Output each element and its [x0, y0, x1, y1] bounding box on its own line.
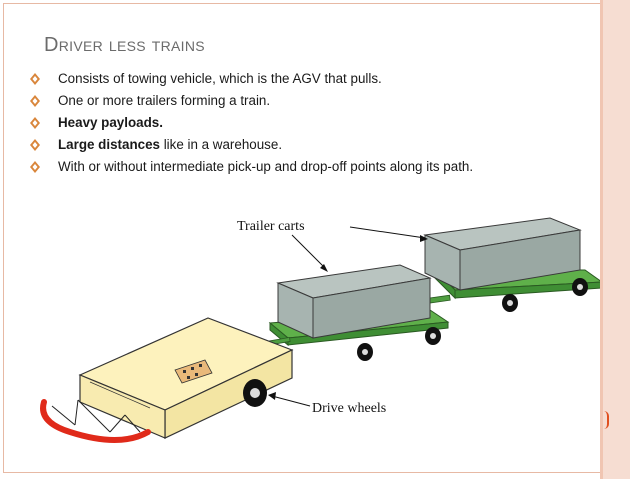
drive-wheels-label: Drive wheels: [312, 401, 386, 416]
bullet-text: One or more trailers forming a train.: [58, 93, 271, 108]
trailer-wheel: [502, 294, 518, 312]
hollow-diamond-icon: [30, 161, 40, 173]
arrow-to-rear-trailer: [291, 234, 326, 269]
hollow-diamond-icon: [30, 73, 40, 85]
arrow-to-drive-wheel: [271, 395, 311, 407]
arrowhead-icon: [420, 235, 428, 242]
arrow-to-front-trailer: [349, 226, 426, 239]
title-rest: river less trains: [58, 34, 205, 56]
hollow-diamond-icon: [30, 117, 40, 129]
hollow-diamond-icon: [30, 95, 40, 107]
bullet-text: With or without intermediate pick-up and…: [58, 159, 474, 174]
arrowhead-icon: [320, 264, 328, 272]
trailer-wheel: [572, 278, 588, 296]
bullet-text: Consists of towing vehicle, which is the…: [58, 71, 382, 86]
trailer-wheel: [357, 343, 373, 361]
bullet-bold-text: Heavy payloads.: [58, 115, 163, 130]
drive-wheel: [243, 379, 267, 407]
bullet-item: Heavy payloads.: [28, 114, 568, 131]
bullet-item: Large distances like in a warehouse.: [28, 136, 568, 153]
bullet-bold-text: Large distances: [58, 137, 160, 152]
hollow-diamond-icon: [30, 139, 40, 151]
towing-vehicle: [78, 317, 294, 439]
arrowhead-icon: [268, 392, 276, 400]
agv-train-diagram: Trailer carts Drive wheels: [40, 217, 600, 443]
right-accent-bar: [600, 0, 630, 479]
bullet-item: With or without intermediate pick-up and…: [28, 158, 568, 175]
trailer-cart-right: [423, 217, 600, 300]
bullet-item: One or more trailers forming a train.: [28, 92, 568, 109]
trailer-wheel: [425, 327, 441, 345]
trailer-carts-label: Trailer carts: [237, 219, 305, 234]
bullet-item: Consists of towing vehicle, which is the…: [28, 70, 568, 87]
trailer-cart-left: [268, 264, 450, 347]
bullet-text: like in a warehouse.: [159, 137, 283, 152]
bullet-list: Consists of towing vehicle, which is the…: [28, 70, 568, 180]
edge-mark: [604, 411, 609, 429]
title-initial: D: [44, 34, 59, 56]
front-bumper: [40, 399, 151, 443]
slide-title: Driver less trains: [44, 34, 205, 57]
